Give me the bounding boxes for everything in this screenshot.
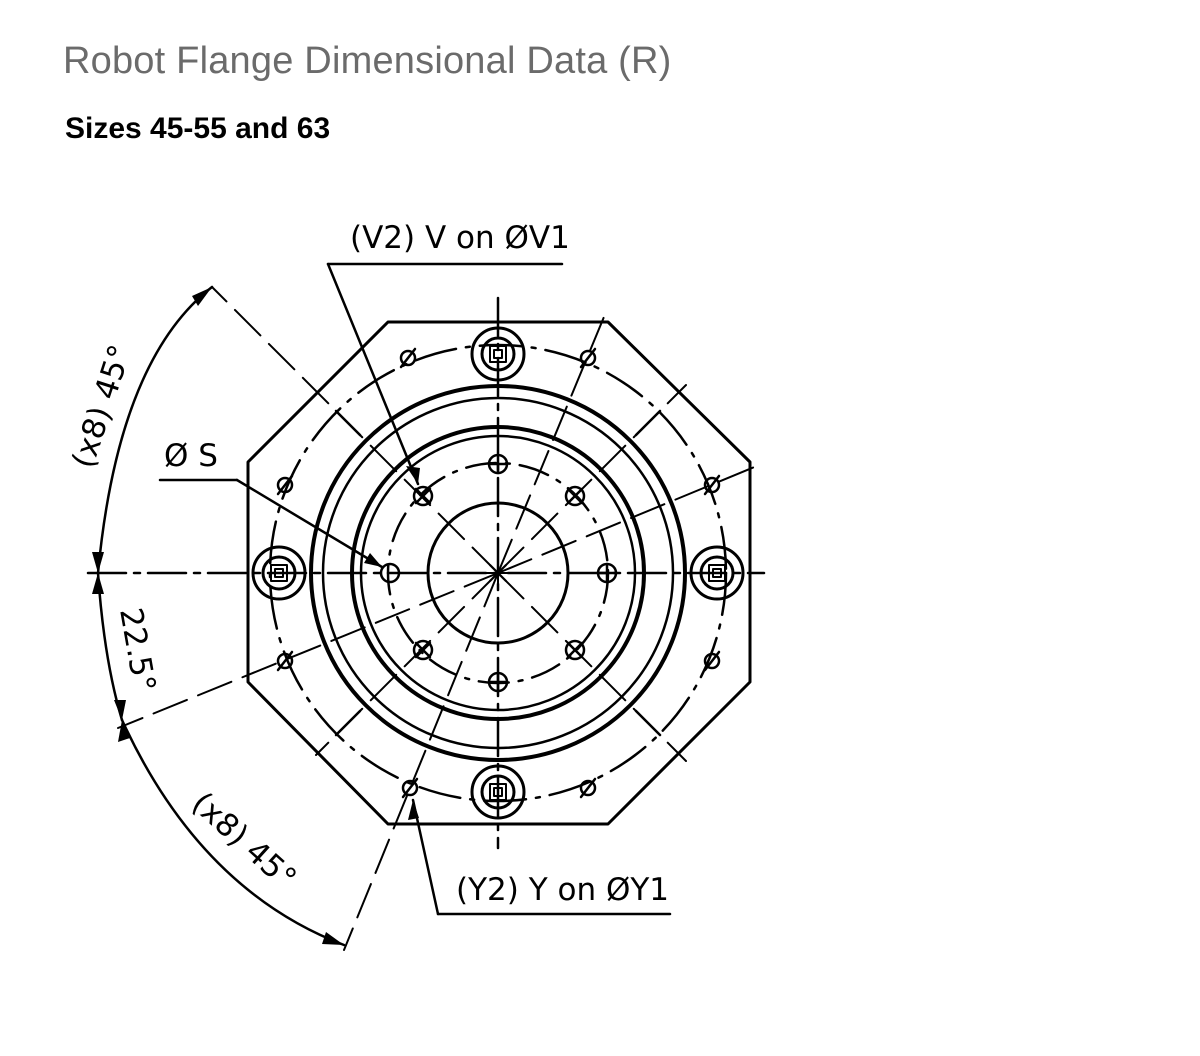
- center-bore: [426, 501, 570, 645]
- radial-line-wsw: [117, 572, 499, 729]
- flange-octagon-outline: [246, 320, 752, 826]
- angle-arc-bottom: [120, 718, 346, 947]
- torx-screw-left: [251, 545, 307, 601]
- angle-label-bottom: (x8) 45°: [185, 785, 304, 897]
- radial-line-nne: [497, 311, 607, 574]
- s-leader: [235, 478, 384, 569]
- torx-screw-top: [470, 326, 526, 382]
- flange-ring-outer: [309, 384, 687, 762]
- flange-ring-2: [321, 396, 675, 750]
- radial-line-ssw: [343, 572, 499, 951]
- radial-line-ene: [497, 462, 765, 574]
- torx-screw-right: [689, 545, 745, 601]
- angle-label-top: (x8) 45°: [65, 341, 139, 473]
- flange-ring-4: [359, 434, 637, 712]
- y-holes-label: (Y2) Y on ØY1: [456, 872, 669, 908]
- torx-screw-bottom: [470, 764, 526, 820]
- v-holes-label: (V2) V on ØV1: [350, 220, 570, 256]
- y-leader: [411, 798, 440, 916]
- page-subtitle: Sizes 45-55 and 63: [65, 112, 331, 145]
- v-leader: [326, 262, 420, 486]
- angle-arc-top: [96, 285, 214, 575]
- diameter-s-label: Ø S: [164, 438, 218, 474]
- angle-label-mid: 22.5°: [112, 605, 162, 694]
- page-title: Robot Flange Dimensional Data (R): [63, 40, 672, 82]
- flange-ring-3: [350, 425, 646, 721]
